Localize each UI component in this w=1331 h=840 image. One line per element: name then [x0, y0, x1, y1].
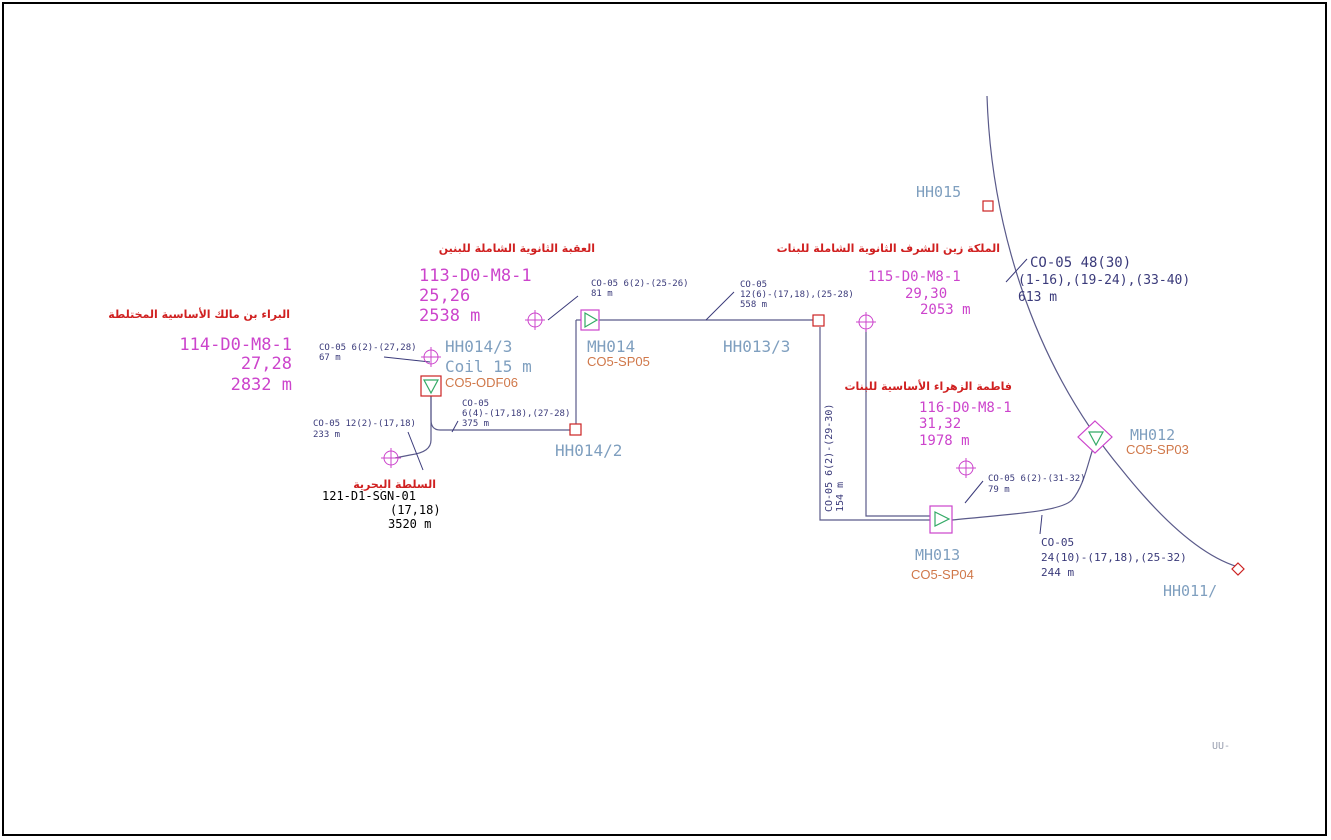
mh013-splitter	[929, 505, 953, 534]
cable-4-length: 81 m	[591, 289, 613, 299]
site-121-name: السلطة البحرية	[353, 478, 436, 491]
site-115-length: 2053 m	[920, 302, 971, 318]
site-114-name: البراء بن مالك الأساسية المختلطة	[108, 307, 290, 321]
site-113-fibers: 25,26	[419, 286, 470, 306]
cable-5-spec: CO-05	[740, 280, 767, 290]
cable-to-116	[865, 330, 930, 517]
cable-9-length: 244 m	[1041, 566, 1074, 579]
cable-7-length: 154 m	[835, 482, 846, 512]
site-121-code: 121-D1-SGN-01	[322, 489, 416, 503]
cable-6-fibers: (1-16),(19-24),(33-40)	[1018, 273, 1190, 288]
site-marker-115	[856, 312, 876, 332]
hh015-box	[982, 200, 994, 212]
hh015-label: HH015	[916, 183, 961, 201]
cable-1-spec: CO-05 6(2)-(27,28)	[319, 343, 417, 353]
sp05-label: CO5-SP05	[587, 354, 650, 369]
cable-8-length: 79 m	[988, 485, 1010, 495]
site-116-code: 116-D0-M8-1	[919, 400, 1012, 416]
cable-6-spec: CO-05 48(30)	[1030, 255, 1131, 271]
cable-8-spec: CO-05 6(2)-(31-32)	[988, 474, 1086, 484]
site-113-length: 2538 m	[419, 306, 480, 326]
cable-9-spec: CO-05	[1041, 536, 1074, 549]
site-115-name: الملكة زين الشرف الثانوية الشاملة للبنات	[777, 242, 1000, 255]
cable-1-length: 67 m	[319, 353, 341, 363]
site-121-length: 3520 m	[388, 517, 431, 531]
cable-2-length: 233 m	[313, 430, 340, 440]
site-113-code: 113-D0-M8-1	[419, 266, 532, 286]
cable-4-spec: CO-05 6(2)-(25-26)	[591, 279, 689, 289]
site-114-fibers: 27,28	[241, 354, 292, 374]
hh011-label: HH011/	[1163, 582, 1217, 600]
cable-mh013-mh012	[951, 439, 1097, 521]
site-116-name: فاطمة الزهراء الأساسية للبنات	[844, 379, 1012, 393]
mh012-splitter	[1077, 420, 1113, 454]
site-121-fibers: (17,18)	[390, 503, 441, 517]
cable-6-length: 613 m	[1018, 290, 1057, 305]
hh014-2-box	[569, 423, 582, 436]
site-114-length: 2832 m	[231, 375, 292, 395]
site-marker-116	[956, 458, 976, 478]
odf06-splitter	[420, 375, 442, 397]
sp03-label: CO5-SP03	[1126, 442, 1189, 457]
sp04-label: CO5-SP04	[911, 567, 974, 582]
site-115-fibers: 29,30	[905, 286, 947, 302]
hh013-3-box	[812, 314, 825, 327]
site-115-code: 115-D0-M8-1	[868, 269, 961, 285]
site-marker-114	[421, 347, 441, 367]
hh013-3-label: HH013/3	[723, 337, 790, 356]
cable-3-length: 375 m	[462, 419, 489, 429]
corner-mark: UU-	[1212, 741, 1230, 752]
cable-5-fibers: 12(6)-(17,18),(25-28)	[740, 290, 854, 300]
site-113-name: العقبة الثانوية الشاملة للبنين	[439, 242, 595, 255]
site-marker-113	[525, 310, 545, 330]
site-116-fibers: 31,32	[919, 416, 961, 432]
cable-3-spec: CO-05	[462, 399, 489, 409]
cable-9-fibers: 24(10)-(17,18),(25-32)	[1041, 551, 1187, 564]
cable-5-length: 558 m	[740, 300, 767, 310]
mh014-label: MH014	[587, 337, 635, 356]
site-114-code: 114-D0-M8-1	[179, 335, 292, 355]
cable-3-fibers: 6(4)-(17,18),(27-28)	[462, 409, 570, 419]
site-marker-121	[381, 448, 401, 468]
site-116-length: 1978 m	[919, 433, 970, 449]
mh012-label: MH012	[1130, 426, 1175, 444]
cable-odf06-121	[394, 396, 432, 459]
hh014-2-label: HH014/2	[555, 441, 622, 460]
hh014-3-label: HH014/3	[445, 337, 512, 356]
mh013-label: MH013	[915, 546, 960, 564]
coil-label: Coil 15 m	[445, 357, 532, 376]
cable-7-spec: CO-05 6(2)-(29-30)	[824, 404, 835, 512]
mh014-splitter	[580, 309, 600, 331]
hh011-box	[1231, 562, 1245, 576]
odf06-label: CO5-ODF06	[445, 375, 518, 390]
cable-hh013-mh013	[819, 327, 930, 521]
cable-2-spec: CO-05 12(2)-(17,18)	[313, 419, 416, 429]
backbone-cable	[986, 95, 1243, 569]
